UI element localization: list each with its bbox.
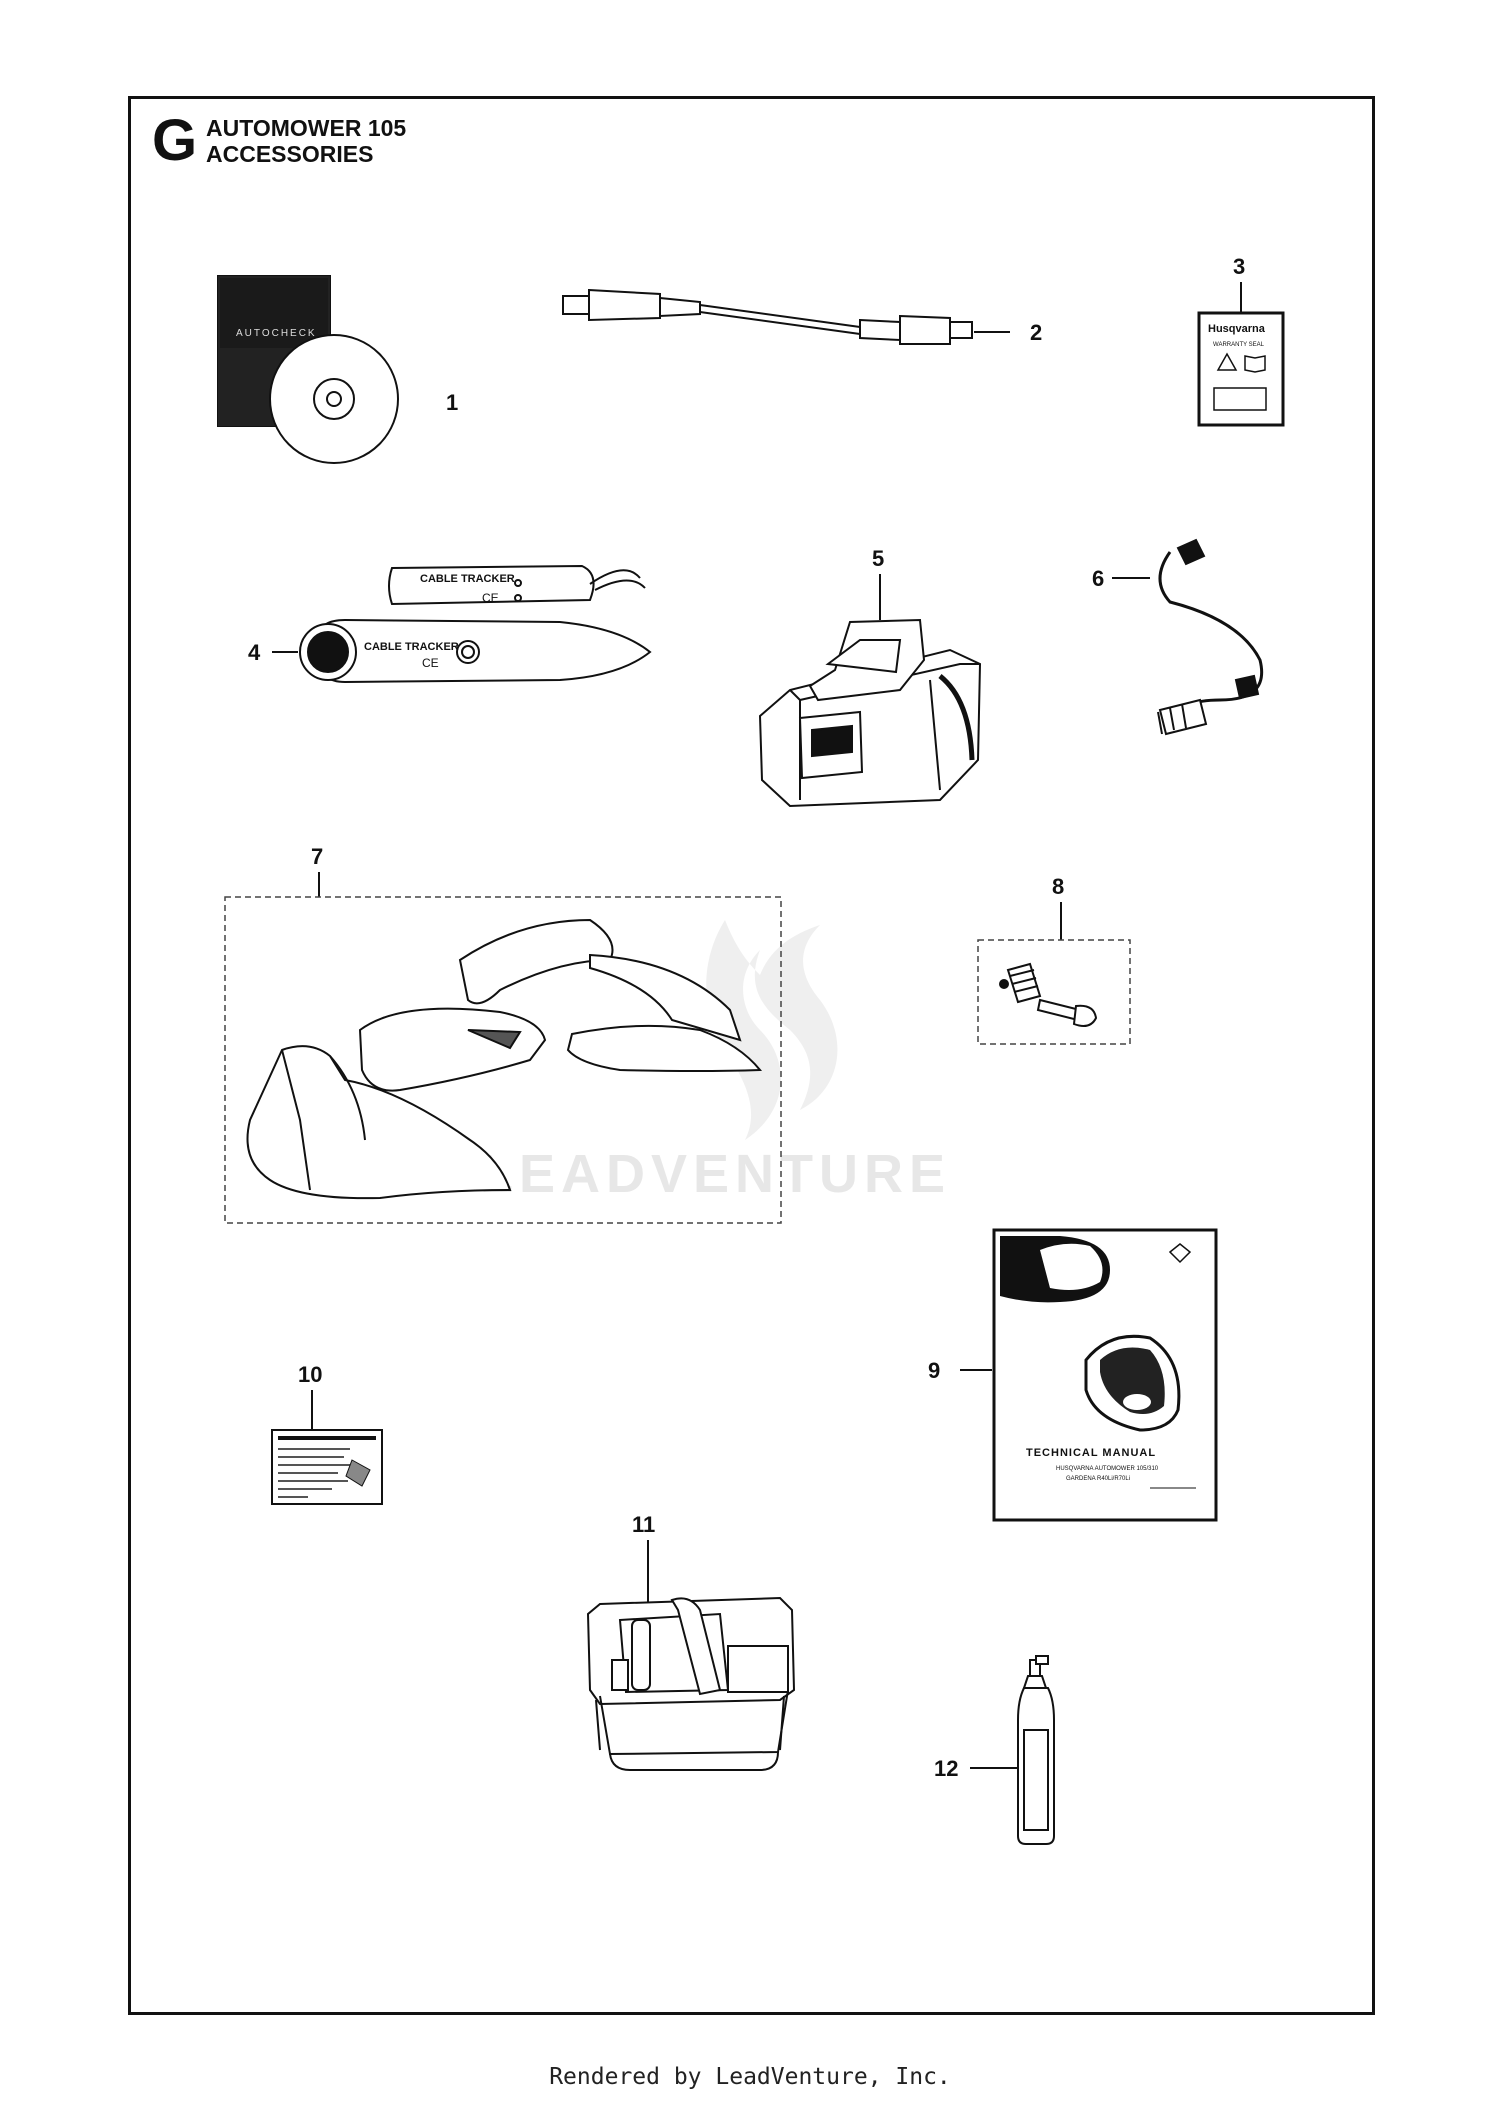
manual-subtitle-1: HUSQVARNA AUTOMOWER 105/310 [1056,1466,1159,1472]
watermark: LEADVENTURE [480,920,951,1204]
husqvarna-logo-text: Husqvarna [1208,323,1266,335]
item-7-group-box [224,896,782,1224]
item-8-group-box [977,939,1131,1045]
item-9-technical-manual[interactable]: TECHNICAL MANUAL HUSQVARNA AUTOMOWER 105… [992,1228,1218,1522]
callout-7: 7 [311,844,323,869]
item-6-connection-cable[interactable] [1157,538,1263,736]
callout-1: 1 [446,390,458,415]
item-10-warning-decal[interactable] [271,1429,383,1505]
warranty-seal-text: WARRANTY SEAL [1213,342,1265,348]
callout-8: 8 [1052,874,1064,899]
callout-4: 4 [248,640,261,665]
item-8-screw-kit[interactable] [999,962,1098,1027]
item-2-usb-cable[interactable] [562,288,973,345]
item-11-cleaning-kit[interactable] [586,1596,796,1771]
manual-subtitle-2: GARDENA R40Li/R70Li [1066,1476,1130,1482]
cable-tracker-label-bottom: CABLE TRACKER [364,641,459,653]
item-1-autocheck-cd[interactable]: AUTOCHECK [217,275,399,464]
cable-tracker-label-top: CABLE TRACKER [420,573,515,585]
callout-11: 11 [632,1512,655,1537]
husqvarna-crown-icon [1168,1243,1192,1264]
watermark-text: LEADVENTURE [480,1144,951,1204]
item-7-top-cover-set[interactable] [246,918,763,1200]
callout-12: 12 [934,1756,958,1781]
callout-6: 6 [1092,566,1104,591]
warning-triangle-icon [1216,352,1238,371]
item-4-cable-tracker[interactable]: CABLE TRACKER CE CABLE TRACKER CE [299,564,652,684]
diagram-subtitle: ACCESSORIES [206,141,374,167]
callout-5: 5 [872,546,884,571]
technical-manual-title: TECHNICAL MANUAL [1026,1447,1156,1459]
item-3-warranty-seal[interactable]: Husqvarna WARRANTY SEAL [1197,311,1285,427]
item-12-spray-bottle[interactable] [1017,1655,1055,1845]
callout-3: 3 [1233,254,1245,279]
callout-2: 2 [1030,320,1042,345]
callout-9: 9 [928,1358,940,1383]
footer-credit: Rendered by LeadVenture, Inc. [549,2064,951,2090]
manual-book-icon [1244,355,1266,373]
diagram-frame [128,96,1375,2015]
diagram-title: AUTOMOWER 105 [206,115,407,141]
ce-mark-top: CE [482,591,499,605]
callout-10: 10 [298,1362,322,1387]
ce-mark-bottom: CE [422,656,439,670]
section-letter: G [152,108,198,173]
item-5-charger[interactable] [758,618,982,808]
autocheck-label: AUTOCHECK [236,328,317,339]
